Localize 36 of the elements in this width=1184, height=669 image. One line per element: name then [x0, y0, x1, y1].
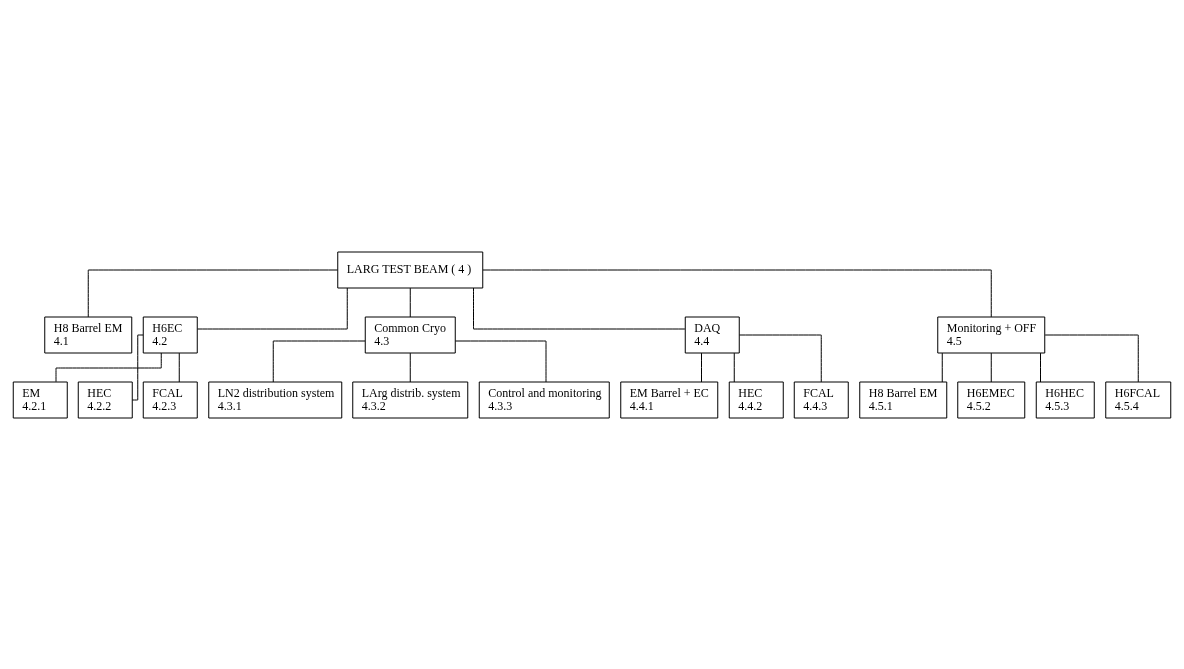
connector — [131, 334, 144, 400]
node-box: HEC 4.2.2 — [77, 381, 133, 418]
node-box: LN2 distribution system 4.3.1 — [208, 381, 343, 418]
connector — [87, 269, 339, 317]
connector — [941, 352, 943, 382]
connector — [473, 287, 686, 329]
node-box: FCAL 4.2.3 — [142, 381, 198, 418]
node-box: HEC 4.4.2 — [728, 381, 784, 418]
connector — [197, 287, 348, 329]
node-box: Control and monitoring 4.3.3 — [478, 381, 610, 418]
connector — [738, 334, 822, 382]
connector — [1044, 334, 1139, 382]
node-box: LARG TEST BEAM ( 4 ) — [337, 251, 484, 288]
node-box: EM Barrel + EC 4.4.1 — [620, 381, 719, 418]
node-box: H6EMEC 4.5.2 — [957, 381, 1026, 418]
node-box: H8 Barrel EM 4.5.1 — [859, 381, 948, 418]
node-box: FCAL 4.4.3 — [793, 381, 849, 418]
node-box: LArg distrib. system 4.3.2 — [352, 381, 469, 418]
connector — [409, 352, 411, 382]
node-box: Monitoring + OFF 4.5 — [937, 316, 1046, 353]
node-box: H6EC 4.2 — [142, 316, 198, 353]
node-box: Common Cryo 4.3 — [364, 316, 456, 353]
connector — [272, 340, 366, 382]
connector — [701, 352, 702, 382]
connector — [482, 269, 992, 317]
node-box: H6FCAL 4.5.4 — [1105, 381, 1172, 418]
node-box: H6HEC 4.5.3 — [1035, 381, 1095, 418]
connector — [178, 352, 180, 382]
connector — [409, 287, 411, 317]
node-box: H8 Barrel EM 4.1 — [44, 316, 133, 353]
connector — [990, 352, 992, 382]
node-box: DAQ 4.4 — [684, 316, 740, 353]
connector — [454, 340, 547, 382]
connector — [733, 352, 735, 382]
node-box: EM 4.2.1 — [12, 381, 68, 418]
connector — [1040, 352, 1041, 382]
